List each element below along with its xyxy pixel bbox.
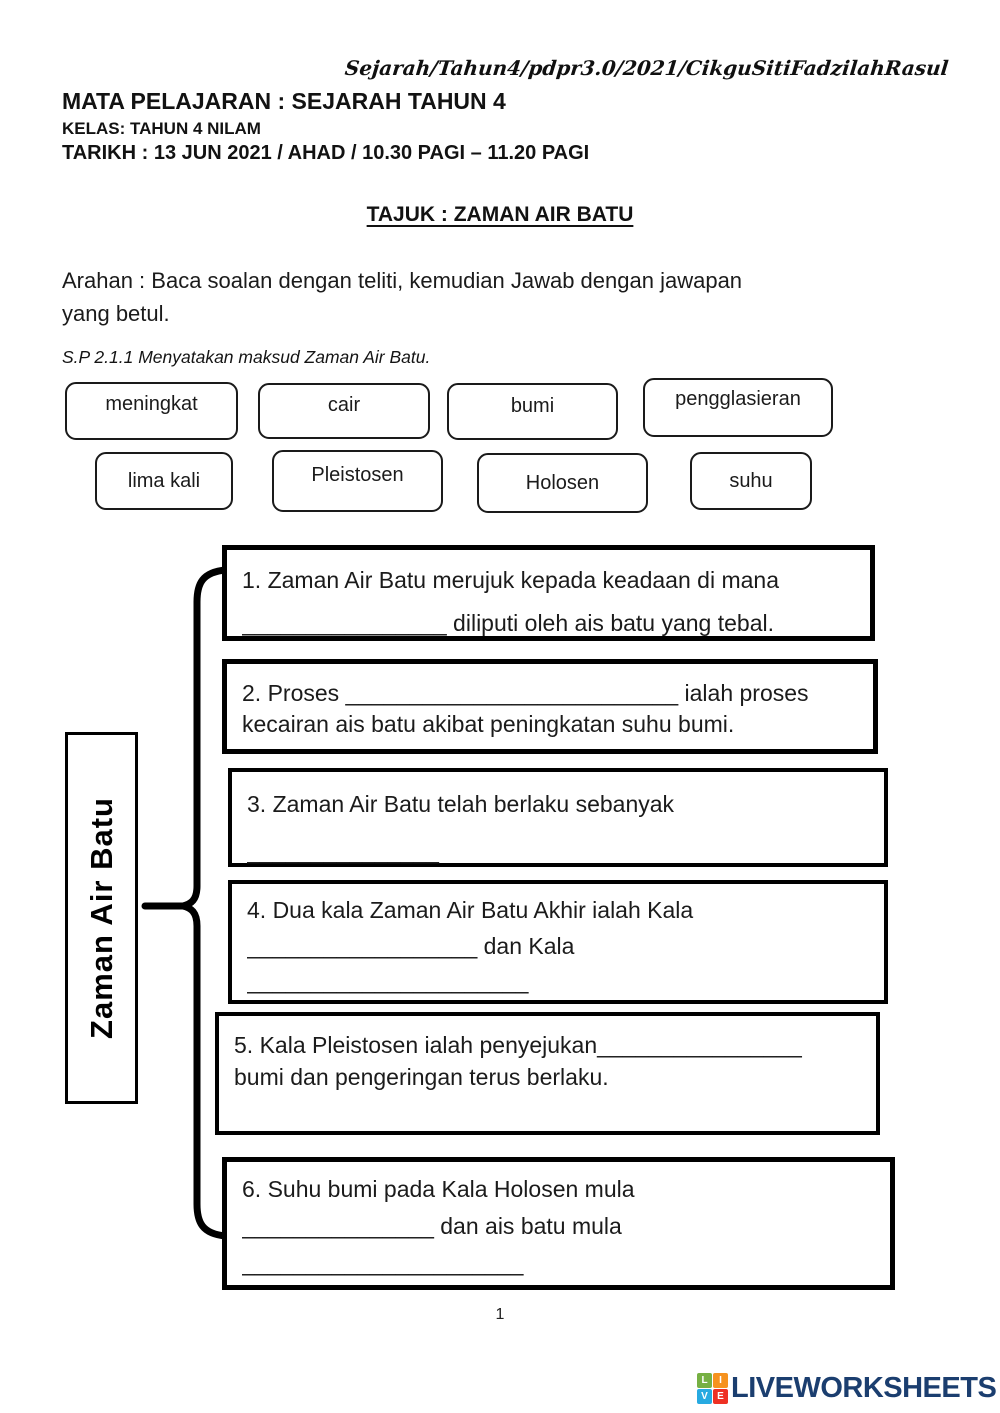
question-4-blank-line-2[interactable]: ______________________ — [247, 968, 529, 995]
word-chip-meningkat[interactable]: meningkat — [65, 382, 238, 440]
word-chip-pleistosen[interactable]: Pleistosen — [272, 450, 443, 512]
question-5-line-2: bumi dan pengeringan terus berlaku. — [234, 1064, 609, 1091]
side-label-text: Zaman Air Batu — [83, 797, 119, 1039]
question-3-blank-line[interactable]: _______________ — [247, 838, 439, 865]
logo-square-v: V — [697, 1389, 712, 1404]
word-chip-suhu[interactable]: suhu — [690, 452, 812, 510]
question-2-line-2: kecairan ais batu akibat peningkatan suh… — [242, 711, 735, 738]
instructions-line-1: Arahan : Baca soalan dengan teliti, kemu… — [62, 268, 743, 293]
word-chip-bumi[interactable]: bumi — [447, 383, 618, 440]
question-1-line-1: 1. Zaman Air Batu merujuk kepada keadaan… — [242, 567, 779, 593]
question-box-3[interactable]: 3. Zaman Air Batu telah berlaku sebanyak… — [228, 768, 888, 867]
page-number: 1 — [495, 1306, 505, 1323]
question-1-blank-line[interactable]: ________________ diliputi oleh ais batu … — [242, 609, 774, 636]
liveworksheets-logo-icon: L I V E — [697, 1373, 728, 1404]
question-5-blank-line[interactable]: 5. Kala Pleistosen ialah penyejukan_____… — [234, 1032, 802, 1058]
question-box-4[interactable]: 4. Dua kala Zaman Air Batu Akhir ialah K… — [228, 880, 888, 1004]
question-box-1[interactable]: 1. Zaman Air Batu merujuk kepada keadaan… — [222, 545, 875, 641]
question-6-line-1: 6. Suhu bumi pada Kala Holosen mula — [242, 1176, 635, 1202]
question-box-5[interactable]: 5. Kala Pleistosen ialah penyejukan_____… — [215, 1012, 880, 1135]
question-6-blank-line-1[interactable]: _______________ dan ais batu mula — [242, 1212, 622, 1239]
question-4-line-1: 4. Dua kala Zaman Air Batu Akhir ialah K… — [247, 897, 694, 923]
question-6-blank-line-2[interactable]: ______________________ — [242, 1249, 524, 1276]
class-line: KELAS: TAHUN 4 NILAM — [62, 119, 261, 138]
logo-square-i: I — [713, 1373, 728, 1388]
side-label-box: Zaman Air Batu — [65, 732, 138, 1104]
worksheet-title: TAJUK : ZAMAN AIR BATU — [366, 203, 634, 226]
word-chip-cair[interactable]: cair — [258, 383, 430, 439]
question-3-line-1: 3. Zaman Air Batu telah berlaku sebanyak — [247, 791, 675, 817]
date-line: TARIKH : 13 JUN 2021 / AHAD / 10.30 PAGI… — [62, 142, 590, 164]
logo-square-l: L — [697, 1373, 712, 1388]
brace-connector — [141, 566, 230, 1240]
question-2-blank-line[interactable]: 2. Proses __________________________ ial… — [242, 680, 809, 706]
question-4-blank-line-1[interactable]: __________________ dan Kala — [247, 932, 575, 959]
learning-standard: S.P 2.1.1 Menyatakan maksud Zaman Air Ba… — [62, 347, 431, 367]
instructions-line-2: yang betul. — [62, 301, 170, 326]
logo-square-e: E — [713, 1389, 728, 1404]
handwritten-reference: Sejarah/Tahun4/pdpr3.0/2021/CikguSitiFad… — [343, 56, 950, 80]
word-chip-pengglasieran[interactable]: pengglasieran — [643, 378, 833, 437]
word-chip-holosen[interactable]: Holosen — [477, 453, 648, 513]
subject-line: MATA PELAJARAN : SEJARAH TAHUN 4 — [62, 88, 506, 114]
question-box-6[interactable]: 6. Suhu bumi pada Kala Holosen mula ____… — [222, 1157, 895, 1290]
instructions: Arahan : Baca soalan dengan teliti, kemu… — [62, 264, 892, 330]
question-box-2[interactable]: 2. Proses __________________________ ial… — [222, 659, 878, 754]
logo-text: LIVEWORKSHEETS — [731, 1372, 997, 1404]
liveworksheets-logo[interactable]: L I V E LIVEWORKSHEETS — [697, 1372, 997, 1405]
word-chip-lima-kali[interactable]: lima kali — [95, 452, 233, 510]
